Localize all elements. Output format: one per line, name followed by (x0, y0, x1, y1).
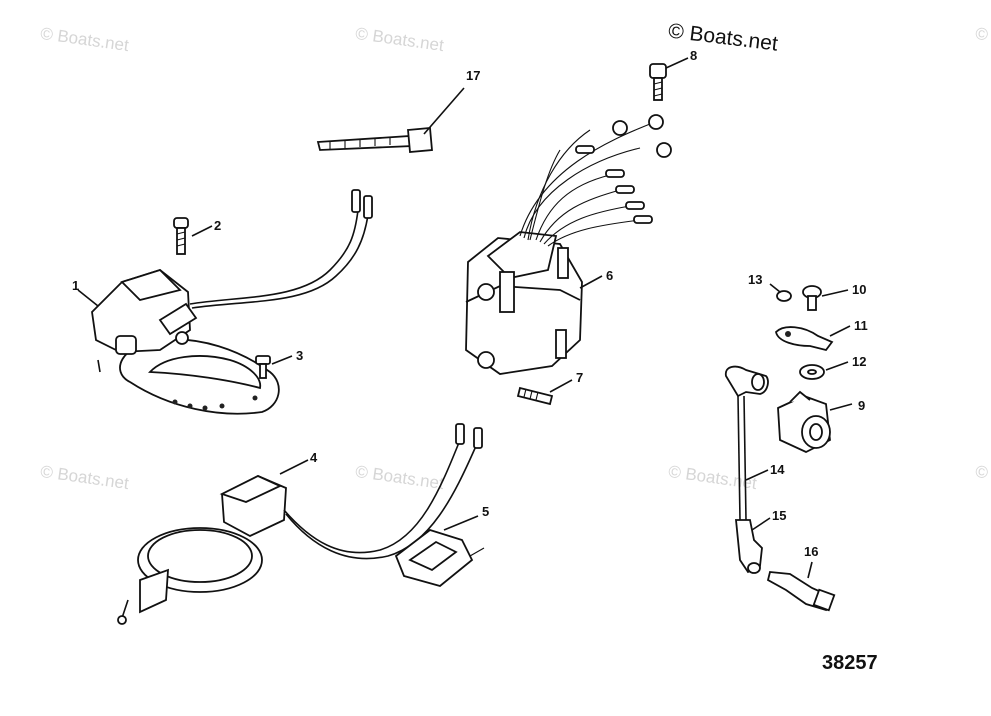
callout-2: 2 (214, 218, 221, 233)
sensor-9 (777, 390, 853, 453)
screw-2 (173, 217, 213, 255)
terminal-11 (775, 325, 851, 352)
cable-tie (316, 87, 465, 153)
callout-6: 6 (606, 268, 613, 283)
stator-assembly (77, 189, 373, 415)
callout-11: 11 (854, 318, 868, 333)
callout-5: 5 (482, 504, 489, 519)
callout-8: 8 (690, 48, 697, 63)
callout-1: 1 (72, 278, 79, 293)
callout-4: 4 (310, 450, 318, 465)
callout-3: 3 (296, 348, 303, 363)
callout-9: 9 (858, 398, 865, 413)
callout-16: 16 (804, 544, 818, 559)
spark-plug-lead (724, 365, 771, 574)
clamp-5 (394, 515, 485, 587)
callout-12: 12 (852, 354, 866, 369)
callout-10: 10 (852, 282, 866, 297)
callout-17: 17 (466, 68, 480, 83)
trigger-assembly (117, 423, 483, 625)
washer-12 (799, 361, 849, 380)
spark-plug (766, 561, 836, 612)
screw-3 (255, 355, 293, 379)
screw-8 (649, 57, 689, 101)
bolt-7 (516, 379, 573, 406)
callout-15: 15 (772, 508, 786, 523)
callout-7: 7 (576, 370, 583, 385)
switch-box (465, 114, 672, 375)
callout-13: 13 (748, 272, 762, 287)
callout-14: 14 (770, 462, 785, 477)
screw-10 (802, 285, 849, 311)
drawing-number: 38257 (822, 652, 878, 674)
nut-13 (769, 283, 792, 302)
